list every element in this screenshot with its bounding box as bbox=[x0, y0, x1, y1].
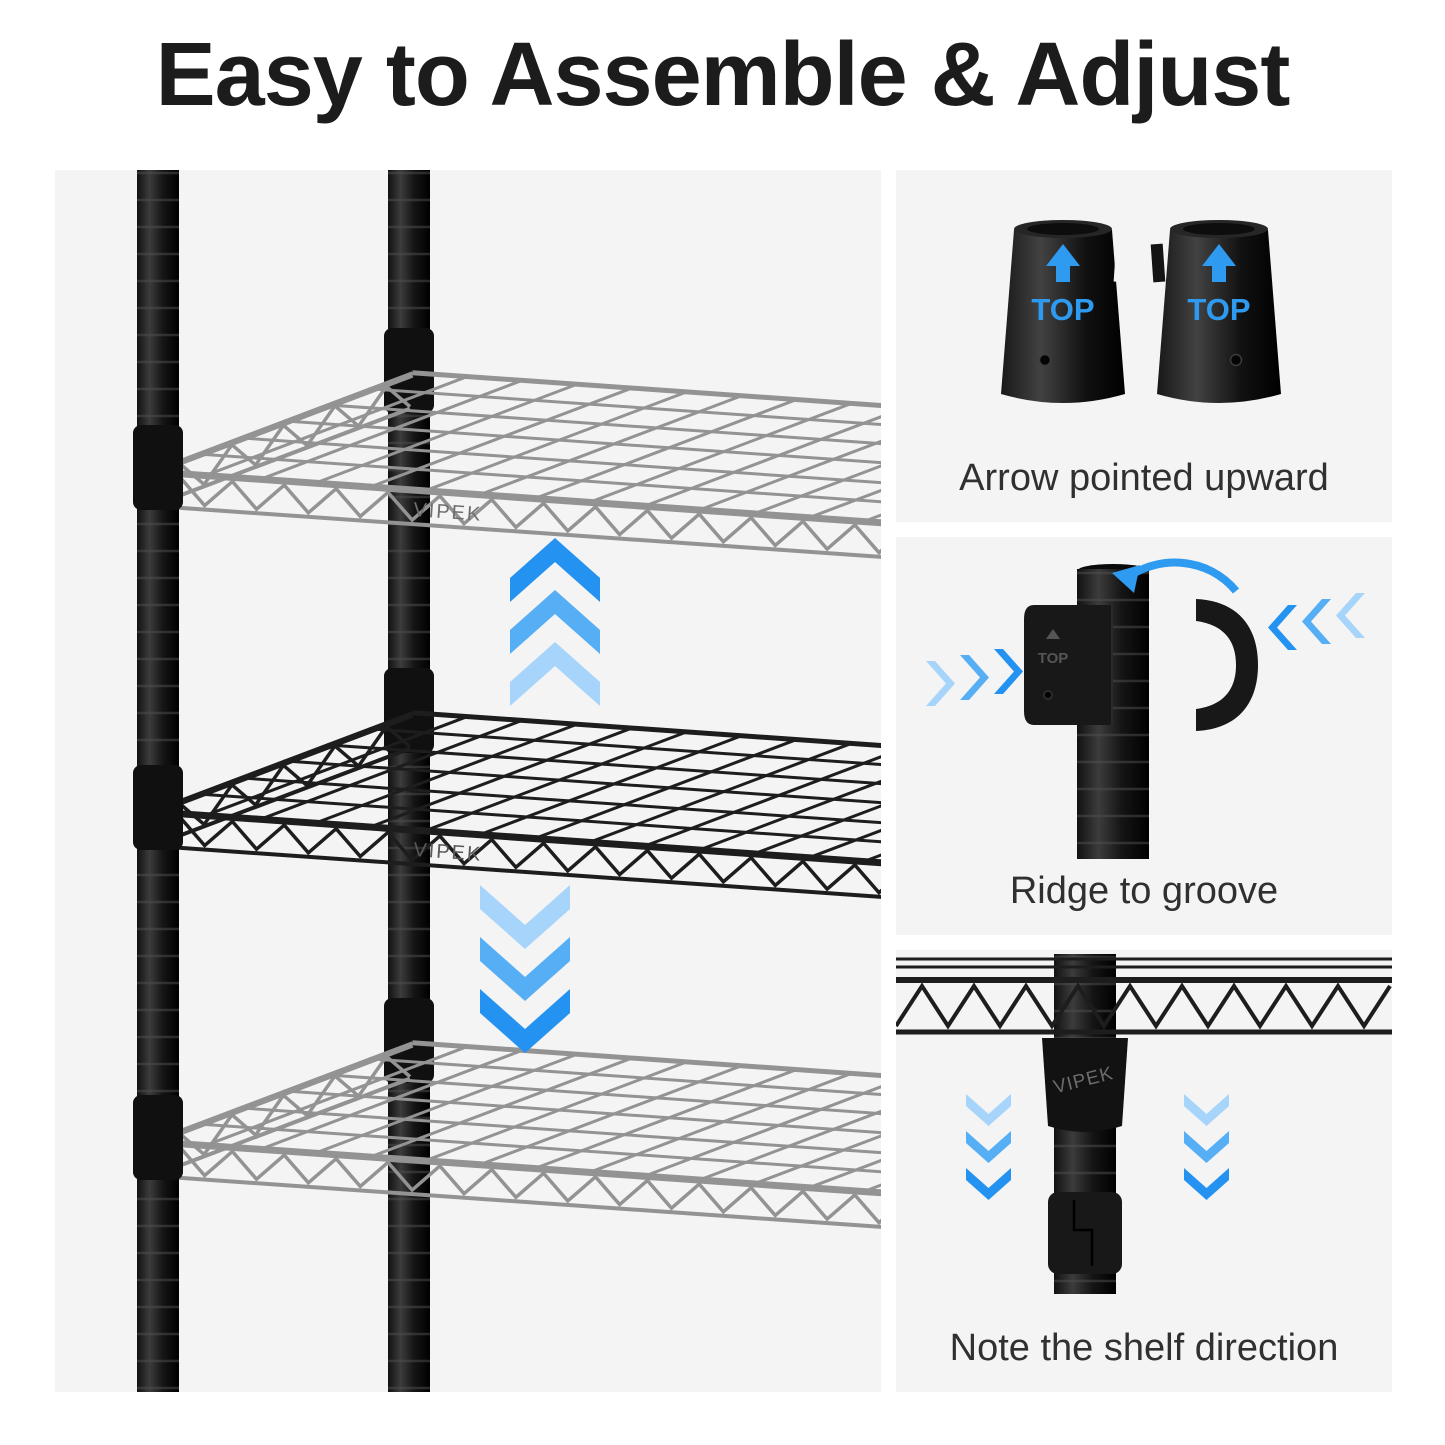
shelf-bottom-ghost bbox=[152, 1025, 881, 1254]
up-arrow-icon bbox=[1046, 244, 1080, 282]
sleeve-hole bbox=[1229, 353, 1243, 367]
shelf-adjust-illustration-panel: VIPEK VIPEK bbox=[55, 170, 881, 1392]
clamp-top-label: TOP bbox=[1038, 650, 1069, 667]
clamp-left-half: TOP bbox=[1024, 605, 1113, 725]
back-sleeve bbox=[384, 668, 434, 753]
down-chevrons-icon bbox=[966, 1094, 1011, 1200]
brand-mark: VIPEK bbox=[413, 499, 483, 526]
step-panel-shelf-direction: VIPEK Note the shelf direction bbox=[896, 950, 1392, 1392]
shelf-unit-illustration: VIPEK VIPEK bbox=[133, 170, 881, 1392]
clamp-hole bbox=[1043, 690, 1053, 700]
rotation-arrow-icon bbox=[1112, 558, 1240, 594]
up-arrow-icon bbox=[1202, 244, 1236, 282]
corner-sleeve: VIPEK bbox=[1042, 1038, 1128, 1132]
back-sleeve bbox=[384, 998, 434, 1083]
step-panel-ridge-groove: TOP Ridge to groove bbox=[896, 537, 1392, 935]
sleeve-cone-right: TOP bbox=[1150, 220, 1281, 403]
clamp-right-half bbox=[1196, 599, 1258, 731]
sleeve-cones-illustration: TOP TOP bbox=[1001, 220, 1281, 403]
sleeve-hole bbox=[1038, 353, 1052, 367]
down-chevrons-icon bbox=[1184, 1094, 1229, 1200]
step-caption-2: Ridge to groove bbox=[1009, 870, 1279, 912]
up-arrow-icon bbox=[1046, 629, 1060, 639]
step-caption-3: Note the shelf direction bbox=[949, 1327, 1339, 1369]
shelf-middle bbox=[152, 695, 881, 924]
front-sleeve bbox=[133, 425, 183, 510]
sleeve-cone-left: TOP bbox=[1001, 220, 1129, 403]
clamp-pole-illustration: TOP bbox=[926, 558, 1365, 859]
back-sleeve bbox=[384, 328, 434, 413]
shelf-corner-illustration: VIPEK bbox=[896, 954, 1392, 1294]
up-chevrons-icon bbox=[510, 538, 600, 706]
shelf-corner-truss bbox=[896, 957, 1392, 1035]
chevrons-right-icon bbox=[926, 649, 1023, 706]
front-sleeve bbox=[133, 765, 183, 850]
step-caption-1: Arrow pointed upward bbox=[959, 457, 1329, 499]
top-label: TOP bbox=[1187, 292, 1250, 327]
pole-joint bbox=[1048, 1192, 1122, 1274]
step-panel-arrow-upward: TOP TOP Arrow pointed upward bbox=[896, 170, 1392, 522]
brand-mark: VIPEK bbox=[413, 839, 483, 866]
shelf-top-ghost bbox=[152, 355, 881, 584]
page-title: Easy to Assemble & Adjust bbox=[155, 25, 1291, 125]
top-label: TOP bbox=[1031, 292, 1094, 327]
front-sleeve bbox=[133, 1095, 183, 1180]
chevrons-left-icon bbox=[1268, 593, 1365, 650]
down-chevrons-icon bbox=[480, 885, 570, 1053]
